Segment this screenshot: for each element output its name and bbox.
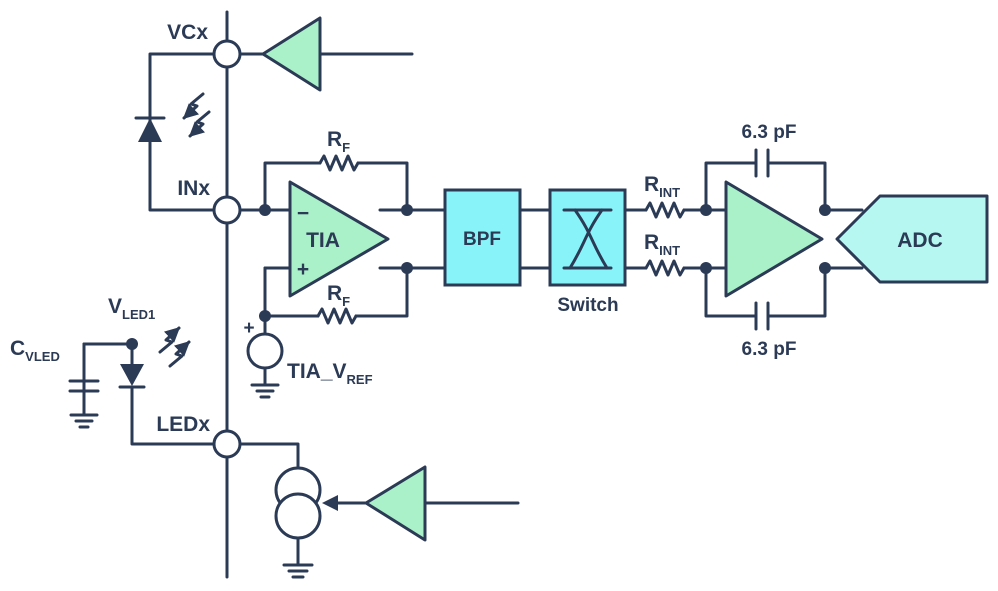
ledx-pin xyxy=(212,429,242,459)
vcx-pin xyxy=(212,39,242,69)
adc-block xyxy=(835,194,989,284)
tia-amplifier xyxy=(288,180,390,298)
led-current-source xyxy=(238,442,367,579)
tia-vref-label: TIA_VREF xyxy=(287,360,373,387)
led-driver-buffer xyxy=(364,465,520,542)
tia-vref-source xyxy=(246,332,284,399)
cap-bottom-label: 6.3 pF xyxy=(742,339,797,360)
bpf-block xyxy=(443,188,522,287)
tia-minus-sign: − xyxy=(297,202,309,225)
tia-label: TIA xyxy=(306,229,340,252)
rf-bottom-label: RF xyxy=(327,282,350,309)
vled1-label: VLED1 xyxy=(108,295,155,322)
bpf-label: BPF xyxy=(463,229,501,250)
integrator-cap-top xyxy=(704,148,827,212)
vcx-driver-buffer xyxy=(238,16,414,92)
rf-top-label: RF xyxy=(327,128,350,155)
ledx-label: LEDx xyxy=(156,413,210,436)
emitted-light-icon xyxy=(158,326,191,368)
switch-label: Switch xyxy=(557,295,618,316)
photodiode xyxy=(134,52,216,212)
switch-block xyxy=(548,188,627,287)
integrator-amplifier xyxy=(724,180,824,298)
incoming-light-icon xyxy=(182,92,211,138)
inx-pin xyxy=(212,195,242,225)
adc-label: ADC xyxy=(897,229,943,252)
feedback-bottom xyxy=(263,266,409,325)
cap-top-label: 6.3 pF xyxy=(742,122,797,143)
tia-plus-sign: + xyxy=(297,258,309,281)
integrator-cap-bottom xyxy=(704,266,827,331)
vref-plus-sign: + xyxy=(243,318,254,339)
junction-dots xyxy=(126,204,831,350)
rint-top-label: RINT xyxy=(644,173,680,200)
vcx-label: VCx xyxy=(167,21,208,44)
inx-label: INx xyxy=(177,177,210,200)
rint-bottom-label: RINT xyxy=(644,231,680,258)
feedback-top xyxy=(263,154,409,212)
cvled-label: CVLED xyxy=(10,337,60,364)
